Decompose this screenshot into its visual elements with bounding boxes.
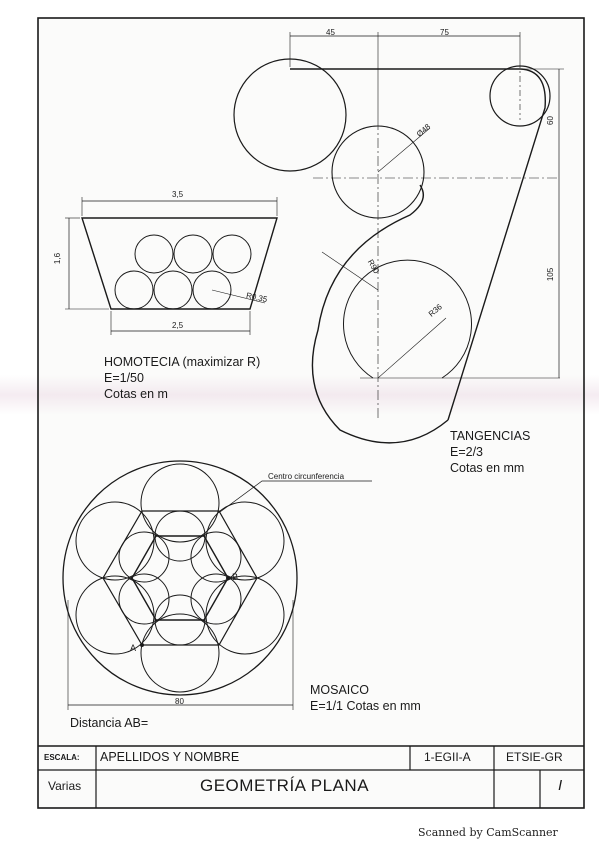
escala-label: ESCALA: <box>44 753 80 762</box>
group-code: 1-EGII-A <box>424 750 471 764</box>
tangencias-dim-105: 105 <box>546 267 556 282</box>
homotecia-dim-bottom: 2,5 <box>172 321 184 330</box>
tangencias-scale: E=2/3 <box>450 445 484 459</box>
tangencias-units: Cotas en mm <box>450 461 525 475</box>
scanner-watermark: Scanned by CamScanner <box>418 826 558 839</box>
homotecia-figure <box>65 197 278 335</box>
sheet-title: GEOMETRÍA PLANA <box>200 776 370 795</box>
tangencias-dim-45: 45 <box>326 28 335 37</box>
sheet-number: I <box>558 777 563 794</box>
mosaico-point-b: B <box>232 572 239 582</box>
homotecia-scale: E=1/50 <box>104 371 144 385</box>
mosaico-distance-label: Distancia AB= <box>70 716 149 730</box>
tangencias-dim-75: 75 <box>440 28 449 37</box>
name-label: APELLIDOS Y NOMBRE <box>100 750 240 764</box>
mosaico-figure <box>62 460 372 710</box>
mosaico-dim-80: 80 <box>175 697 184 706</box>
escala-value: Varias <box>48 779 82 793</box>
school-code: ETSIE-GR <box>506 750 563 764</box>
tangencias-dim-60: 60 <box>545 116 555 125</box>
mosaico-point-a: A <box>130 643 137 653</box>
homotecia-units: Cotas en m <box>104 387 168 401</box>
homotecia-title: HOMOTECIA (maximizar R) <box>104 355 261 369</box>
tangencias-title: TANGENCIAS <box>450 429 531 443</box>
scan-artifact-band <box>0 375 599 415</box>
tangencias-figure <box>233 32 564 444</box>
sheet-border <box>37 17 585 809</box>
title-block-lines <box>38 745 584 808</box>
mosaico-scale-units: E=1/1 Cotas en mm <box>310 699 421 713</box>
mosaico-title: MOSAICO <box>310 683 370 697</box>
homotecia-dim-left: 1,6 <box>53 252 63 265</box>
homotecia-dim-top: 3,5 <box>172 190 184 199</box>
mosaico-center-label: Centro circunferencia <box>268 472 345 481</box>
